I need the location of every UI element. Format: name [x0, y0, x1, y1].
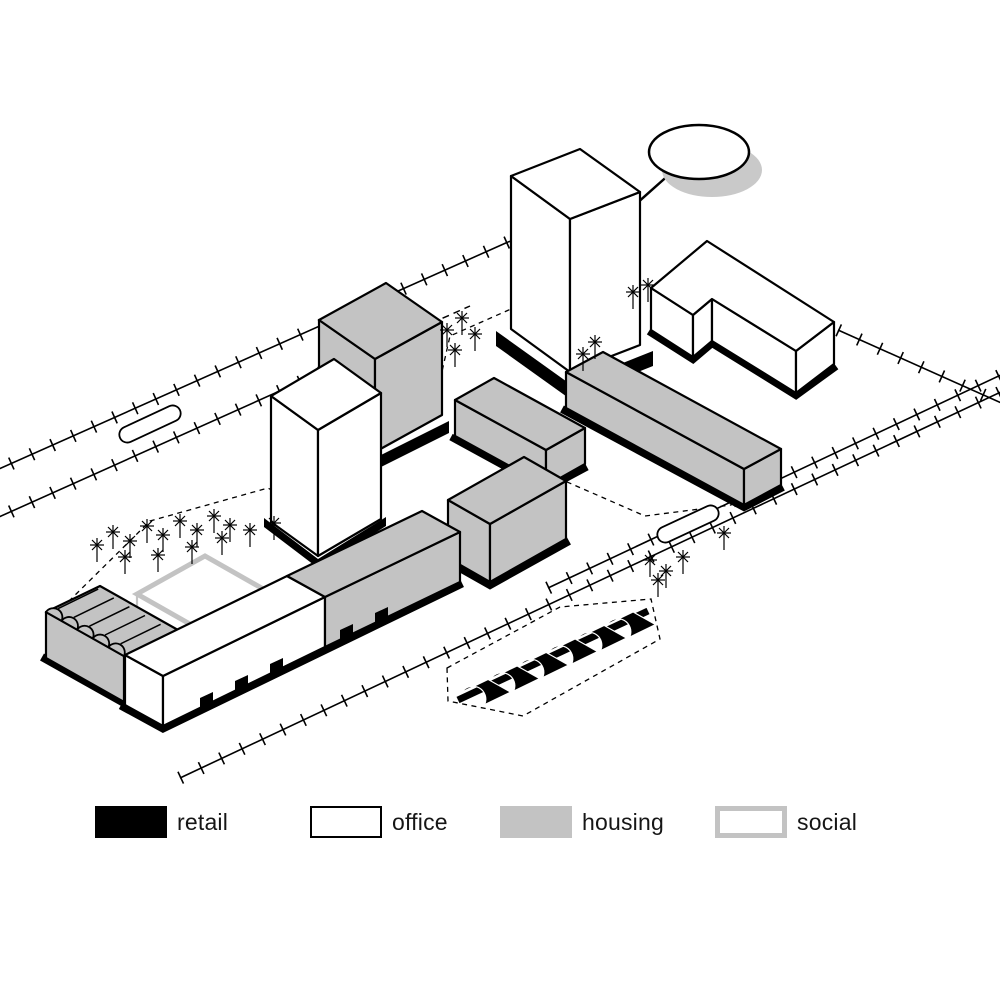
retail-plinth-east	[646, 327, 839, 400]
roundabout-ring	[647, 123, 751, 181]
legend-label-office: office	[392, 809, 448, 835]
road-east-upper	[835, 324, 1000, 410]
housing-block-elbow	[442, 455, 571, 590]
retail-door-marks	[200, 607, 388, 708]
tram-south	[656, 504, 720, 544]
legend-item-office: office	[310, 806, 448, 838]
legend-item-housing: housing	[500, 806, 664, 838]
housing-vault-block	[40, 584, 180, 707]
legend-label-housing: housing	[582, 809, 664, 835]
retail-swatch	[95, 806, 167, 838]
legend-label-retail: retail	[177, 809, 229, 835]
office-tower-west	[264, 357, 386, 568]
office-slab-east	[646, 239, 839, 400]
landmark-roundabout	[625, 123, 762, 214]
social-swatch	[715, 806, 787, 838]
retail-plinth-bar	[118, 578, 464, 734]
road-south	[177, 385, 1000, 784]
housing-bar-roof	[285, 509, 462, 599]
legend-item-retail: retail	[95, 806, 228, 838]
tram-north	[118, 404, 182, 444]
housing-slab-east	[560, 350, 785, 512]
legend-item-social: social	[715, 806, 857, 838]
vault-arches	[44, 588, 161, 658]
retail-row	[456, 607, 657, 706]
office-tower-central	[496, 147, 653, 399]
legend-label-social: social	[797, 809, 858, 835]
office-swatch	[310, 806, 382, 838]
mixed-bar-southwest	[118, 509, 464, 734]
housing-swatch	[500, 806, 572, 838]
